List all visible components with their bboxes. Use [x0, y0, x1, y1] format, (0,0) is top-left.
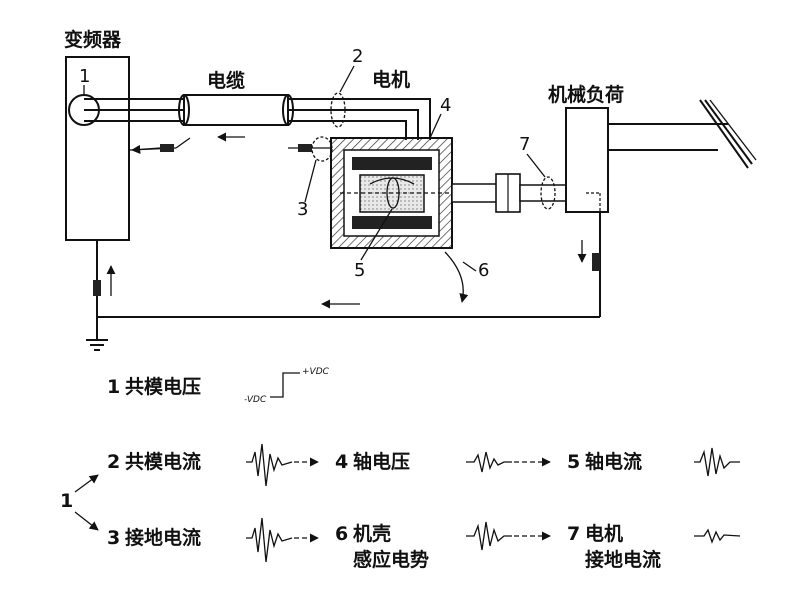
callout-7: 7 [519, 134, 530, 155]
motor-lead-3 [340, 120, 407, 140]
callout-4: 4 [440, 95, 451, 116]
load-support-1 [699, 99, 749, 169]
common-mode-current-ellipse [330, 92, 346, 128]
inverter: 变频器 1 [64, 28, 130, 241]
legend-1-text: 共模电压 [125, 375, 201, 398]
motor-label: 电机 [372, 68, 410, 91]
legend-6-waveform [466, 521, 512, 551]
callout-1: 1 [79, 66, 90, 87]
legend-5-waveform [694, 447, 740, 477]
legend-6-num: 6 [335, 523, 348, 545]
legend-4-num: 4 [335, 451, 348, 473]
legend-source-arrow-down [74, 511, 99, 531]
inverter-box [65, 56, 130, 241]
callout-5-leader [360, 208, 393, 261]
legend-5-text: 轴电流 [585, 450, 642, 473]
load-box [565, 107, 609, 213]
stator-bottom [352, 216, 432, 229]
callout-7-leader [526, 153, 546, 178]
legend: 1 共模电压 -VDC +VDC 1 2 共模电流 4 轴电压 5 轴电流 3 … [60, 367, 741, 571]
legend-4-waveform [466, 451, 512, 473]
cable-sheath [183, 94, 289, 126]
frame-induced-emf-arrow [444, 251, 469, 303]
legend-1-neg-vdc: -VDC [244, 395, 267, 405]
motor-lead-2 [340, 109, 419, 140]
legend-7-waveform [694, 528, 741, 544]
ground-return [86, 212, 601, 351]
cable-label: 电缆 [207, 69, 245, 92]
legend-3-waveform [246, 517, 293, 563]
legend-2-text: 共模电流 [125, 450, 201, 473]
legend-4-text: 轴电压 [353, 450, 410, 473]
coupling-and-load: 7 机械负荷 [495, 83, 757, 213]
legend-3-num: 3 [107, 527, 120, 549]
stator-top [352, 157, 432, 170]
cable-sheath-end-right [282, 94, 294, 126]
shield-current-arrow [131, 144, 161, 154]
legend-1-num: 1 [107, 376, 120, 398]
legend-7-num: 7 [567, 523, 580, 545]
load-label: 机械负荷 [548, 83, 624, 106]
legend-1-pos-vdc: +VDC [302, 367, 330, 377]
callout-3: 3 [297, 199, 308, 220]
legend-2-num: 2 [107, 451, 120, 473]
shield-lead-left [175, 137, 191, 149]
load-shaft [519, 184, 567, 202]
inverter-ground-current-block [93, 280, 101, 296]
callout-6-leader [462, 261, 477, 272]
motor-lead-1 [340, 98, 431, 140]
load-support-3 [709, 99, 757, 161]
callout-6: 6 [478, 260, 489, 281]
callout-3-leader [304, 159, 317, 203]
load-support-2 [704, 99, 753, 165]
shaft-current-ellipse [386, 177, 400, 209]
callout-2-leader [339, 65, 355, 93]
cable-sheath-end-left [178, 94, 190, 126]
legend-2-waveform [246, 443, 293, 487]
motor-ground-current-ellipse [540, 176, 556, 210]
cable: 电缆 [84, 69, 340, 154]
callout-5: 5 [354, 260, 365, 281]
ground-current-ellipse [311, 136, 333, 162]
legend-7-text-line1: 电机 [585, 522, 623, 545]
legend-7-text-line2: 接地电流 [585, 548, 661, 571]
callout-2: 2 [352, 46, 363, 67]
legend-6-text-line1: 机壳 [353, 522, 391, 545]
legend-source-num: 1 [60, 490, 73, 512]
legend-3-text: 接地电流 [125, 526, 201, 549]
load-ground-current-block [592, 253, 600, 271]
legend-source-arrow-up [74, 474, 99, 493]
shield-current-block-left [160, 144, 174, 152]
shield-current-block-right [298, 144, 312, 152]
legend-6-text-line2: 感应电势 [353, 548, 429, 571]
legend-5-num: 5 [567, 451, 580, 473]
callout-4-leader [429, 113, 442, 139]
inverter-label: 变频器 [64, 28, 122, 51]
motor-shaft [451, 183, 499, 203]
legend-1-waveform [270, 372, 300, 398]
motor: 电机 2 4 3 5 6 [297, 46, 499, 303]
